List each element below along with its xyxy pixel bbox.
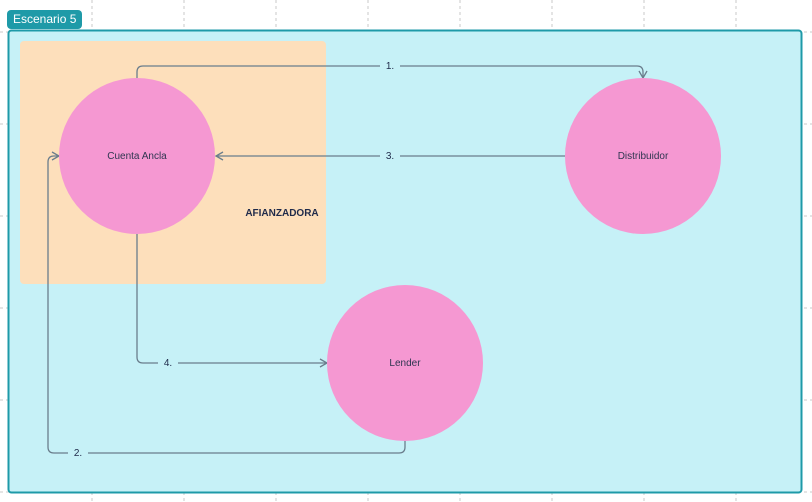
- frame-title[interactable]: Escenario 5: [7, 10, 83, 29]
- group-label: AFIANZADORA: [245, 208, 318, 219]
- edge-label-2: 2.: [74, 448, 82, 459]
- edge-2[interactable]: [47, 151, 406, 454]
- edge-label-1: 1.: [386, 61, 394, 72]
- node-distribuidor[interactable]: [565, 78, 721, 234]
- node-label-distribuidor: Distribuidor: [618, 151, 669, 162]
- node-lender[interactable]: [327, 285, 483, 441]
- edge-4[interactable]: [136, 234, 329, 368]
- edge-label-4: 4.: [164, 358, 172, 369]
- edge-label-3: 3.: [386, 151, 394, 162]
- node-cuenta-ancla[interactable]: [59, 78, 215, 234]
- node-label-lender: Lender: [389, 358, 421, 369]
- node-label-cuenta: Cuenta Ancla: [107, 151, 167, 162]
